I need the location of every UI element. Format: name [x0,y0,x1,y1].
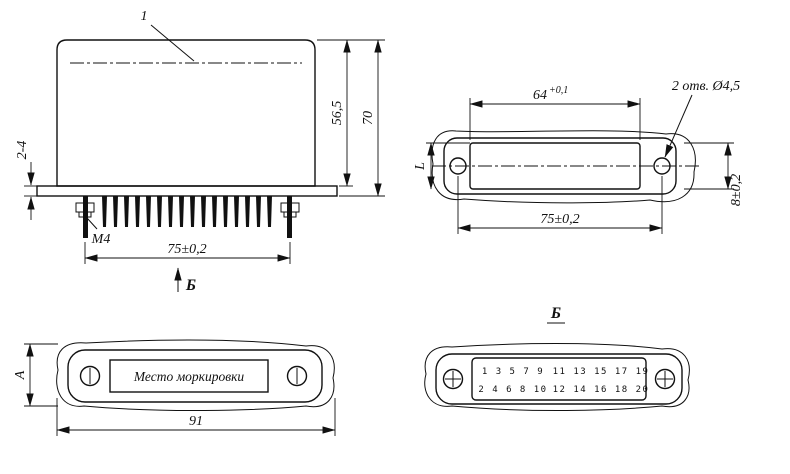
marking-view: Место моркировки А 91 [13,339,336,436]
left-mounting-screw [75,196,95,238]
svg-text:56,5: 56,5 [330,101,345,126]
callout-label: 1 [141,9,148,24]
view-b-title: Б [547,305,565,324]
dim-slot-width: 8±0,2 [684,142,744,206]
pin-numbers-row2-left: 2 4 6 8 10 [478,385,547,395]
holes-note-label: 2 отв. Ø4,5 [672,79,740,94]
pin-plate-outline [435,353,683,405]
right-mounting-screw [280,196,300,238]
marking-right-screw [286,365,308,387]
gasket-outline [431,130,696,204]
svg-text:75±0,2: 75±0,2 [167,242,206,257]
svg-text:Б: Б [550,305,561,322]
dim-slot-length: 64 +0,1 [469,85,641,140]
svg-text:2-4: 2-4 [15,141,30,160]
relay-pins [102,196,272,227]
marking-gasket-outline [56,339,335,412]
flange-plate [36,185,338,197]
pin-numbers-row1-left: 1 3 5 7 9 [482,367,544,377]
marking-left-screw [79,365,101,387]
svg-text:91: 91 [189,414,203,429]
marking-text: Место моркировки [133,369,245,384]
relay-body-outline [56,39,316,187]
thread-label: М4 [91,232,111,247]
dim-flange-thickness: 2-4 [15,141,37,220]
view-b-arrow-label: Б [185,277,196,294]
pin-view-b: Б 1 3 5 7 9 11 13 15 17 19 2 4 6 8 10 12… [424,305,690,412]
dim-total-height: 70 [339,39,385,197]
marking-plate-outline [67,349,323,403]
svg-text:75±0,2: 75±0,2 [540,212,579,227]
svg-text:А: А [13,370,28,380]
pin-left-screw [442,368,464,390]
pin-numbers-row2-right: 12 14 16 18 20 [553,385,650,395]
left-mount-hole [449,157,467,175]
pin-right-screw [654,368,676,390]
svg-text:64: 64 [533,88,547,103]
dim-screw-pitch: 75±0,2 [84,242,291,264]
dim-91: 91 [56,398,336,436]
callout-leader [150,24,195,62]
svg-text:L: L [413,162,428,171]
pin-numbers-row1-right: 11 13 15 17 19 [553,367,650,377]
dim-body-height: 56,5 [317,39,353,187]
dim-l: L [413,142,470,190]
marking-field [109,359,269,393]
dim-a: А [13,343,58,407]
flange-top-view: 64 +0,1 2 отв. Ø4,5 75±0,2 8±0,2 L [413,79,744,234]
pin-gasket-outline [424,343,690,412]
pin-field [471,357,647,401]
svg-text:+0,1: +0,1 [549,85,568,96]
thread-leader [86,217,98,230]
view-b-direction-arrow: Б [174,267,196,294]
front-view: 1 М4 56,5 70 [15,9,385,294]
dim-hole-pitch: 75±0,2 [457,176,663,234]
svg-text:8±0,2: 8±0,2 [729,174,744,206]
holes-note: 2 отв. Ø4,5 [664,79,740,158]
svg-text:70: 70 [361,111,376,125]
right-mount-hole [653,157,671,175]
